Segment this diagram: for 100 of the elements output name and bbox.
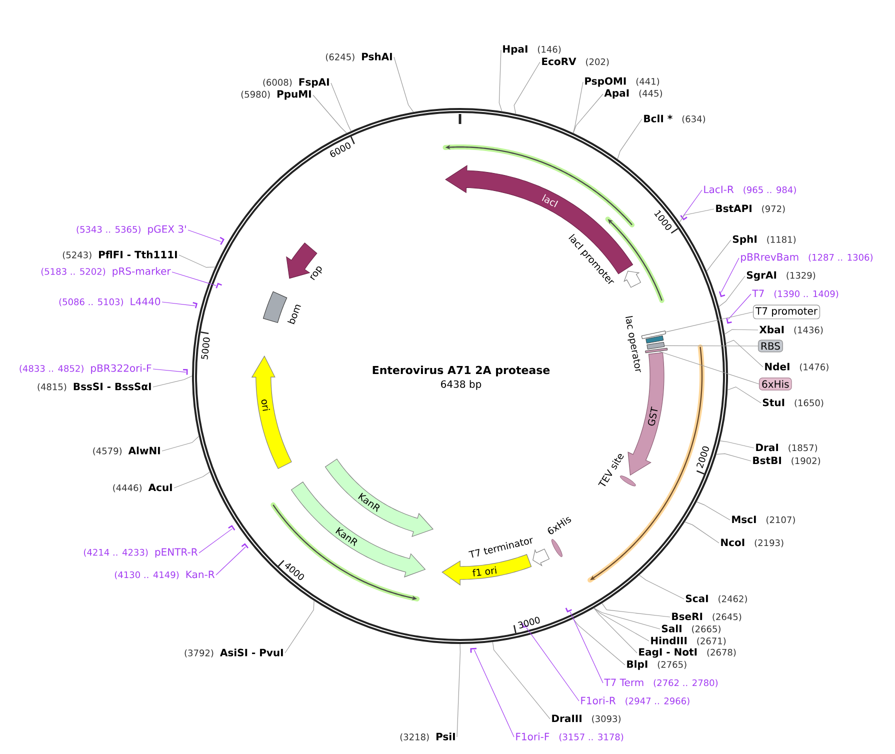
site-label: ScaI (2462) <box>686 594 747 604</box>
leader-line <box>526 627 580 702</box>
leader-line <box>456 644 461 738</box>
primer-mark <box>718 291 726 298</box>
leader-line <box>665 312 754 332</box>
primer-mark <box>228 524 236 530</box>
leader-line <box>720 440 754 448</box>
site-label: (6245) PshAI <box>326 52 392 62</box>
leader-line <box>594 608 650 642</box>
leader-line <box>664 345 758 346</box>
primer-label: (5086 .. 5103) L4440 <box>59 298 160 306</box>
site-label: SphI (1181) <box>732 235 796 245</box>
leader-line <box>178 254 216 268</box>
leader-line <box>720 258 740 293</box>
leader-line <box>594 608 638 654</box>
primer-mark <box>192 302 198 308</box>
primer-label: T7 (1390 .. 1409) <box>752 290 838 298</box>
site-label: (6008) FspAI <box>263 78 329 88</box>
primer-label: T7 Term (2762 .. 2780) <box>604 678 718 688</box>
primer-mark <box>183 369 188 375</box>
feature-block <box>641 330 666 340</box>
leader-line <box>696 502 730 520</box>
leader-line <box>152 376 192 388</box>
scale-label: 3000 <box>518 616 540 628</box>
primer-mark <box>726 318 732 324</box>
site-label: HindIII (2671) <box>651 636 726 646</box>
site-label: StuI (1650) <box>762 398 824 408</box>
primer-mark <box>522 623 528 628</box>
primer-mark <box>470 648 477 653</box>
site-label: BseRI (2645) <box>672 612 742 622</box>
site-label: EagI - NotI (2678) <box>639 648 736 658</box>
site-label: (5980) PpuMI <box>241 90 311 100</box>
site-label: (4815) BssSI - BssSαI <box>38 382 151 392</box>
primer-label: pBRrevBam (1287 .. 1306) <box>741 253 872 263</box>
leader-line <box>284 600 314 654</box>
leader-line <box>716 453 752 462</box>
scale-label: 2000 <box>696 446 709 468</box>
leader-line <box>514 62 540 114</box>
feature-label: bom <box>287 304 301 324</box>
primer-label: (5183 .. 5202) pRS-marker <box>41 267 171 277</box>
primer-label: LacI-R (965 .. 984) <box>704 186 796 194</box>
leader-line <box>602 602 670 618</box>
site-label: MscI (2107) <box>732 516 795 524</box>
primer-label: F1ori-R (2947 .. 2966) <box>581 696 690 706</box>
leader-line <box>474 650 514 738</box>
site-label: BstBI (1902) <box>753 456 820 466</box>
feature-tag: 6xHis <box>759 378 792 390</box>
leader-line <box>498 50 502 112</box>
leader-line <box>726 340 764 368</box>
leader-line <box>172 272 216 286</box>
leader-line <box>152 368 186 372</box>
leader-line <box>727 386 762 404</box>
site-label: (3792) AsiSI - PvuI <box>184 648 283 658</box>
primer-label: F1ori-F (3157 .. 3178) <box>516 732 624 742</box>
leader-line <box>492 642 550 720</box>
site-label: PspOMI (441) <box>585 77 660 87</box>
leader-line <box>394 56 414 112</box>
site-label: BstAPI (972) <box>716 204 785 214</box>
leader-line <box>198 528 233 554</box>
site-label: DraI (1857) <box>756 444 818 452</box>
feature-block <box>646 342 665 350</box>
site-label: (3218) PsiI <box>400 732 455 742</box>
site-label: HpaI (146) <box>503 45 561 55</box>
leader-line <box>682 190 702 217</box>
map-title: Enterovirus A71 2A protease <box>372 366 550 376</box>
leader-line <box>718 276 746 307</box>
site-label: EcoRV (202) <box>542 58 609 66</box>
leader-line <box>572 618 626 666</box>
sequence-length: 6438 bp <box>441 380 482 390</box>
scale-label: 5000 <box>201 338 210 360</box>
feature-block <box>645 348 668 354</box>
primer-label: (4130 .. 4149) Kan-R <box>114 570 215 580</box>
leader-line <box>617 118 642 160</box>
leader-line <box>658 351 760 384</box>
leader-line <box>312 94 348 134</box>
feature-label: rop <box>310 266 322 280</box>
feature-tag: RBS <box>758 340 783 352</box>
leader-line <box>572 94 604 134</box>
primer-mark <box>565 608 572 612</box>
leader-line <box>162 436 200 452</box>
site-label: (4579) AlwNI <box>93 446 160 456</box>
leader-line <box>724 329 758 334</box>
primer-mark <box>216 282 222 288</box>
leader-line <box>684 522 720 544</box>
site-label: BlpI (2765) <box>627 660 686 670</box>
site-label: BclI * (634) <box>644 114 706 124</box>
leader-line <box>570 611 604 684</box>
site-label: (5243) PflFI - Tth111I <box>62 250 177 260</box>
leader-line <box>330 82 352 132</box>
primer-label: (4214 .. 4233) pENTR-R <box>84 548 198 558</box>
site-label: DraIII (3093) <box>552 714 620 724</box>
primer-mark <box>241 543 249 548</box>
leader-line <box>728 294 752 320</box>
leader-line <box>594 608 660 630</box>
leader-line <box>572 82 584 134</box>
site-label: ApaI (445) <box>604 89 662 99</box>
primer-label: (5343 .. 5365) pGEX 3' <box>76 225 186 235</box>
leader-line <box>706 240 732 272</box>
site-label: NcoI (2193) <box>721 538 784 548</box>
site-label: SalI (2665) <box>662 624 720 634</box>
